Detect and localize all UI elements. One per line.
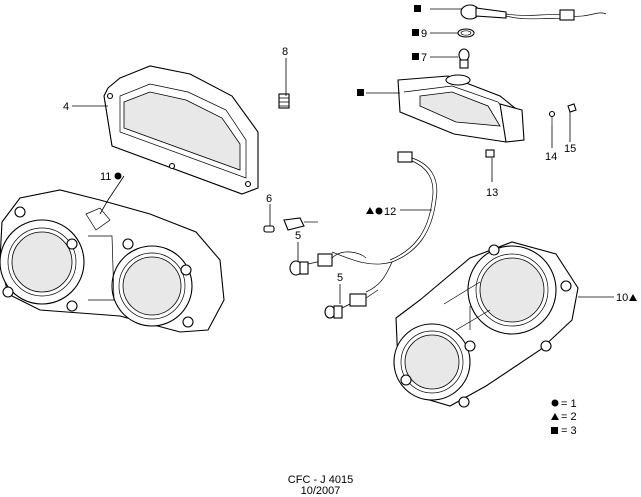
svg-text:5: 5 <box>295 230 301 242</box>
legend-circle-entry: = 1 <box>551 398 577 410</box>
svg-text:4: 4 <box>63 101 69 113</box>
svg-text:13: 13 <box>486 187 498 199</box>
callout-10: 10 <box>616 292 637 304</box>
legend-triangle-entry: = 2 <box>551 411 577 423</box>
bezel-frame <box>103 65 259 195</box>
callout-11: 11 <box>100 171 122 183</box>
svg-text:9: 9 <box>421 28 427 40</box>
leader-lines <box>72 8 614 304</box>
nut-part <box>485 149 495 158</box>
callout-4: 4 <box>63 101 69 113</box>
wiring-connector-top <box>460 4 607 21</box>
callout-14: 14 <box>545 151 557 163</box>
revision-date: 10/2007 <box>300 485 341 497</box>
legend-square-entry: = 3 <box>551 425 577 437</box>
screw-part <box>278 93 290 109</box>
svg-text:6: 6 <box>266 193 272 205</box>
callout-6: 6 <box>266 193 272 205</box>
headlamp-assembly-left <box>0 189 225 333</box>
callout-7: 7 <box>412 52 427 64</box>
svg-text:14: 14 <box>545 151 557 163</box>
bulb-socket-upper <box>289 251 367 276</box>
callout-9: 9 <box>412 28 427 40</box>
svg-text:15: 15 <box>564 143 576 155</box>
svg-text:12: 12 <box>384 206 396 218</box>
callout-12: 12 <box>366 206 396 218</box>
callout-square-top <box>414 5 421 12</box>
svg-text:= 1: = 1 <box>561 398 577 410</box>
svg-text:8: 8 <box>282 46 288 58</box>
washer-part <box>548 110 556 126</box>
svg-text:10: 10 <box>616 292 628 304</box>
callout-15: 15 <box>564 143 576 155</box>
callout-square-lamp <box>357 89 364 96</box>
indicator-lamp <box>397 74 525 143</box>
svg-text:11: 11 <box>100 171 111 183</box>
svg-text:5: 5 <box>337 272 343 284</box>
reference-code: CFC - J 4015 <box>287 474 354 486</box>
callout-8: 8 <box>282 46 288 58</box>
svg-text:= 3: = 3 <box>561 425 577 437</box>
clip-part <box>263 225 275 233</box>
wiring-harness <box>331 151 438 293</box>
callout-13: 13 <box>486 187 498 199</box>
svg-text:7: 7 <box>421 52 427 64</box>
seal-ring-part <box>457 28 475 38</box>
bolt-part <box>567 103 577 113</box>
svg-text:= 2: = 2 <box>561 411 577 423</box>
bulb-socket-lower <box>324 289 379 319</box>
legend: = 1 = 2 = 3 <box>551 398 577 437</box>
callout-5-lower: 5 <box>337 272 343 284</box>
bulb-part <box>458 48 470 69</box>
harness-plug <box>283 217 318 231</box>
headlamp-assembly-right <box>393 241 579 408</box>
callout-5-upper: 5 <box>295 230 301 242</box>
